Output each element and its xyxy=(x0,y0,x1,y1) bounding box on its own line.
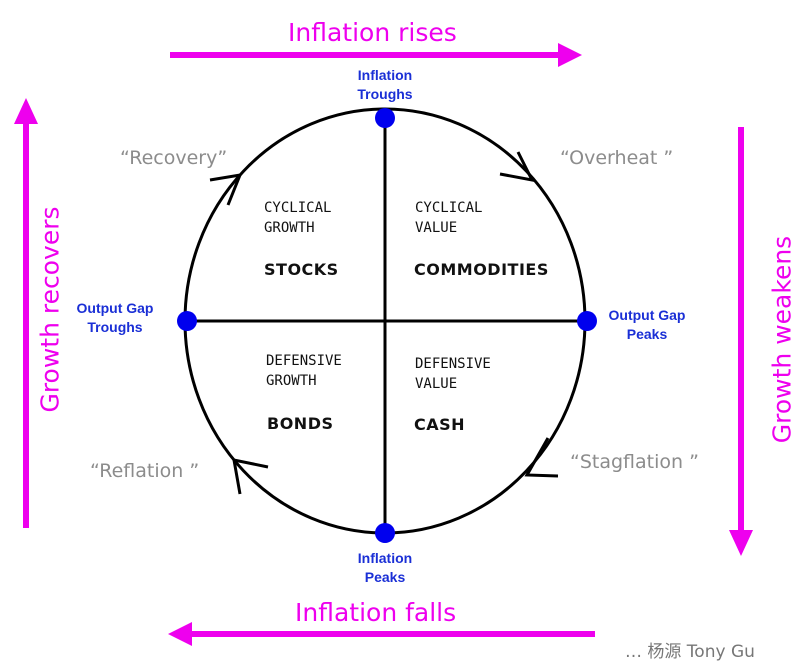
phase-reflation: “Reflation ” xyxy=(90,460,200,482)
node-output-gap-troughs xyxy=(177,311,197,331)
chevron-reflation-icon xyxy=(232,458,269,495)
chevron-recovery-icon xyxy=(209,173,243,206)
bottom-arrow xyxy=(168,622,595,646)
left-arrow xyxy=(14,98,38,528)
quadrant-defensive-growth-style: DEFENSIVE GROWTH xyxy=(266,353,342,389)
right-arrow-label: Growth weakens xyxy=(767,235,797,444)
chevron-overheat-icon xyxy=(499,151,535,183)
quadrant-asset-bonds: BONDS xyxy=(267,414,334,433)
top-arrow-label: Inflation rises xyxy=(288,18,457,47)
bottom-arrow-label: Inflation falls xyxy=(295,598,457,627)
node-inflation-troughs xyxy=(375,108,395,128)
quadrant-defensive-value-style: DEFENSIVE VALUE xyxy=(415,356,491,392)
node-label-output-gap-peaks: Output Gap Peaks xyxy=(608,307,686,342)
right-arrow xyxy=(729,127,753,556)
watermark: … 杨源 Tony Gu xyxy=(625,642,755,662)
node-label-inflation-peaks: Inflation Peaks xyxy=(357,550,413,585)
node-label-output-gap-troughs: Output Gap Troughs xyxy=(76,300,154,335)
quadrant-asset-cash: CASH xyxy=(414,415,466,434)
quadrant-cyclical-growth-style: CYCLICAL GROWTH xyxy=(264,200,332,236)
chevron-stagflation-icon xyxy=(524,437,559,478)
quadrant-cyclical-value-style: CYCLICAL VALUE xyxy=(415,200,483,236)
node-inflation-peaks xyxy=(375,523,395,543)
node-label-inflation-troughs: Inflation Troughs xyxy=(357,67,413,102)
phase-stagflation: “Stagflation ” xyxy=(570,451,699,473)
phase-overheat: “Overheat ” xyxy=(560,147,674,169)
phase-recovery: “Recovery” xyxy=(120,147,228,169)
quadrant-asset-commodities: COMMODITIES xyxy=(414,260,549,279)
quadrant-asset-stocks: STOCKS xyxy=(264,260,339,279)
left-arrow-label: Growth recovers xyxy=(35,206,65,413)
top-arrow xyxy=(170,43,582,67)
node-output-gap-peaks xyxy=(577,311,597,331)
